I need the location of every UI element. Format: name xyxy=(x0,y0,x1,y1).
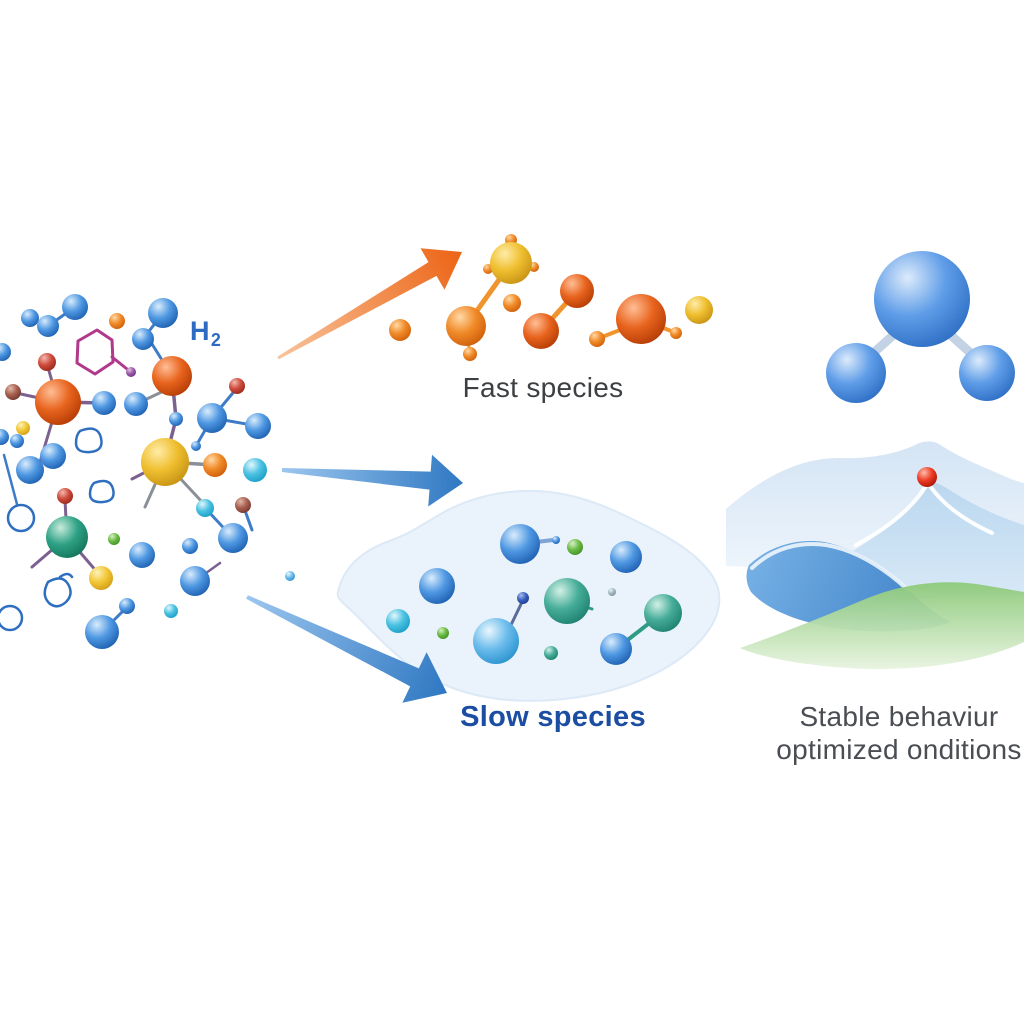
summit-ball xyxy=(917,467,937,487)
fast-sphere xyxy=(503,294,521,312)
sketch-doodle xyxy=(43,572,74,608)
slow-species-label: Slow species xyxy=(460,701,646,733)
cluster-sphere xyxy=(16,456,44,484)
cluster-sphere xyxy=(218,523,248,553)
fast-sphere xyxy=(490,242,532,284)
cluster-sphere xyxy=(57,488,73,504)
cluster-sphere xyxy=(109,313,125,329)
cluster-sphere xyxy=(141,438,189,486)
slow-sphere xyxy=(517,592,529,604)
hexagon-doodle xyxy=(75,328,129,376)
outline-ring xyxy=(6,503,36,533)
cluster-sphere xyxy=(235,497,251,513)
cluster-sphere xyxy=(21,309,39,327)
cluster-sphere xyxy=(108,533,120,545)
water-atom xyxy=(874,251,970,347)
cluster-sphere xyxy=(180,566,210,596)
cluster-sphere xyxy=(245,413,271,439)
fast-sphere xyxy=(616,294,666,344)
cluster-sphere xyxy=(164,604,178,618)
cluster-sphere xyxy=(40,443,66,469)
slow-sphere xyxy=(552,536,560,544)
fast-arrow xyxy=(277,248,462,360)
h2-molecule-label: H2 xyxy=(190,316,222,350)
cluster-sphere xyxy=(191,441,201,451)
slow-sphere xyxy=(419,568,455,604)
cluster-sphere xyxy=(243,458,267,482)
cluster-sphere xyxy=(126,367,136,377)
cluster-sphere xyxy=(5,384,21,400)
cluster-sphere xyxy=(37,315,59,337)
slow-sphere xyxy=(386,609,410,633)
cluster-sphere xyxy=(152,356,192,396)
slow-sphere xyxy=(437,627,449,639)
cluster-sphere xyxy=(197,403,227,433)
molecule-bond xyxy=(508,598,525,629)
cluster-sphere xyxy=(46,516,88,558)
blue-hill-highlight xyxy=(750,542,910,592)
cluster-sphere xyxy=(169,412,183,426)
h2-symbol: H xyxy=(190,316,210,346)
ridge-right xyxy=(928,484,994,535)
cluster-sphere xyxy=(38,353,56,371)
cluster-sphere xyxy=(62,294,88,320)
slow-sphere xyxy=(544,578,590,624)
molecule-bond xyxy=(2,453,20,510)
water-molecule xyxy=(826,251,1015,403)
cluster-sphere xyxy=(124,392,148,416)
fast-sphere xyxy=(463,347,477,361)
cluster-sphere xyxy=(89,566,113,590)
sketch-doodle xyxy=(74,427,103,454)
stable-behaviour-label: Stable behaviur optimized onditions xyxy=(758,700,1024,766)
ridge-left xyxy=(854,484,928,547)
cluster-sphere xyxy=(203,453,227,477)
cluster-sphere xyxy=(0,429,9,445)
fast-sphere xyxy=(670,327,682,339)
cluster-sphere xyxy=(10,434,24,448)
slow-sphere xyxy=(544,646,558,660)
cluster-sphere xyxy=(119,598,135,614)
fast-sphere xyxy=(589,331,605,347)
fast-species-molecules xyxy=(389,234,713,361)
stable-label-line2: optimized onditions xyxy=(776,734,1022,765)
slow-sphere xyxy=(610,541,642,573)
cluster-sphere xyxy=(285,571,295,581)
slow-sphere xyxy=(500,524,540,564)
cluster-sphere xyxy=(85,615,119,649)
fast-sphere xyxy=(685,296,713,324)
summit-marker xyxy=(917,467,937,487)
cluster-sphere xyxy=(16,421,30,435)
cluster-sphere xyxy=(196,499,214,517)
fast-sphere xyxy=(560,274,594,308)
cluster-sphere xyxy=(35,379,81,425)
cluster-sphere xyxy=(182,538,198,554)
water-atom xyxy=(959,345,1015,401)
slow-sphere xyxy=(567,539,583,555)
cluster-sphere xyxy=(0,343,11,361)
stable-label-line1: Stable behaviur xyxy=(799,701,999,732)
cluster-sphere xyxy=(229,378,245,394)
sketch-doodle xyxy=(88,479,115,504)
fast-sphere xyxy=(389,319,411,341)
outline-ring xyxy=(0,604,24,632)
landscape-green-hill xyxy=(740,582,1024,669)
h2-subscript: 2 xyxy=(210,330,222,350)
slow-sphere xyxy=(608,588,616,596)
slow-sphere xyxy=(600,633,632,665)
cluster-sphere xyxy=(129,542,155,568)
slow-species-molecules xyxy=(386,524,682,665)
slow-sphere xyxy=(473,618,519,664)
cluster-sphere xyxy=(92,391,116,415)
fast-species-label: Fast species xyxy=(462,372,624,403)
fast-sphere xyxy=(446,306,486,346)
fast-sphere xyxy=(523,313,559,349)
cluster-sphere xyxy=(148,298,178,328)
slow-sphere xyxy=(644,594,682,632)
water-atom xyxy=(826,343,886,403)
slow-arrow-upper xyxy=(281,454,463,507)
slow-arrow-lower xyxy=(246,595,447,703)
cluster-sphere xyxy=(132,328,154,350)
reactant-molecule-cluster xyxy=(0,294,295,649)
